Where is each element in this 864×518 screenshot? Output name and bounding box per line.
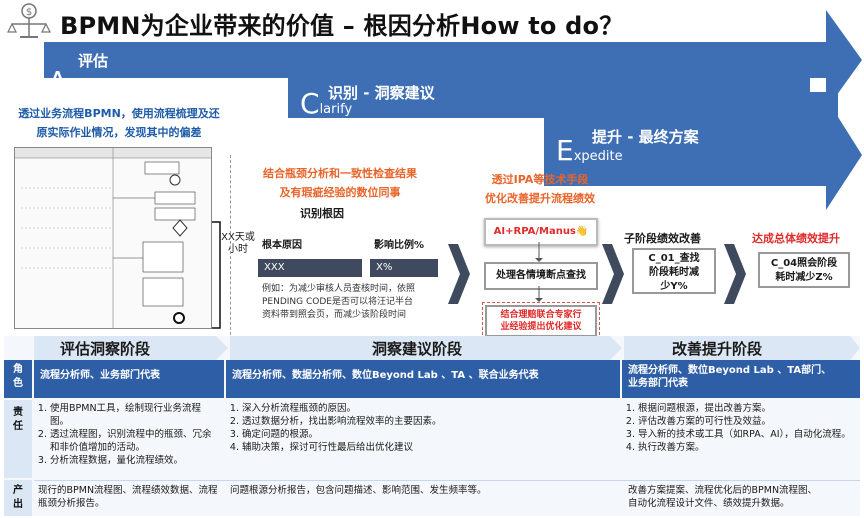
row-label-roles: 角色 bbox=[4, 360, 32, 398]
phase-3-resp: 根据问题根源，提出改善方案。 评估改善方案的可行性及效益。 导入新的技术或工具（… bbox=[622, 402, 854, 454]
list-item: 分析流程数据，量化流程绩效。 bbox=[50, 454, 220, 467]
list-item: 执行改善方案。 bbox=[638, 441, 854, 454]
phase-header-bar bbox=[34, 336, 860, 360]
time-bracket bbox=[212, 221, 221, 329]
row-label-output-text: 产出 bbox=[13, 485, 23, 510]
arrow-clarify-label: 识别 - 洞察建议 bbox=[328, 84, 435, 102]
list-item: 导入新的技术或工具（如RPA、AI），自动化流程。 bbox=[638, 428, 854, 441]
phase-3-output-line1: 改善方案提案、流程优化后的BPMN流程图、 bbox=[628, 485, 818, 496]
total-title: 达成总体绩效提升 bbox=[752, 232, 840, 245]
scale-dollar-icon: $ bbox=[4, 2, 54, 42]
expedite-word: Expedite bbox=[556, 137, 623, 165]
chevron-right-icon-2 bbox=[602, 244, 624, 304]
assess-description: 透过业务流程BPMN，使用流程梳理及还 原实际作业情况，发现其中的偏差 bbox=[4, 104, 234, 142]
assess-rest: sses bbox=[67, 80, 96, 95]
total-box: C_04照会阶段 耗时减少Z% bbox=[758, 252, 850, 288]
cell-root-cause: XXX bbox=[258, 259, 362, 277]
phase-1-output: 现行的BPMN流程图、流程绩效数据、流程瓶颈分析报告。 bbox=[38, 485, 218, 509]
ipa-description: 透过IPA等技术手段 优化改善提升流程绩效 bbox=[470, 170, 610, 208]
phase-3-output-line2: 自动化流程设计文件、绩效提升数据。 bbox=[628, 498, 790, 509]
chevron-right-icon bbox=[448, 244, 470, 304]
phase-3-roles: 流程分析师、数位Beyond Lab 、TA部门、 业务部门代表 bbox=[622, 360, 860, 398]
clarify-line2: 及有瑕疵经验的数位同事 bbox=[279, 186, 401, 199]
phase-3-name: 改善提升阶段 bbox=[672, 340, 763, 358]
total-box-line1: C_04照会阶段 bbox=[770, 258, 838, 269]
example-line2: PENDING CODE是否可以将汪记半台 bbox=[262, 297, 413, 307]
arrow-expedite-label: 提升 - 最终方案 bbox=[592, 128, 699, 146]
phase-3-roles-line1: 流程分析师、数位Beyond Lab 、TA部门、 bbox=[628, 365, 832, 376]
assess-desc-line2: 原实际作业情况，发现其中的偏差 bbox=[36, 126, 202, 139]
col-impact: 影响比例% bbox=[374, 240, 425, 251]
list-item: 透过数据分析，找出影响流程效率的主要因素。 bbox=[242, 415, 616, 428]
clarify-rest: larify bbox=[319, 102, 353, 117]
phase-2-roles: 流程分析师、数据分析师、数位Beyond Lab 、TA 、联合业务代表 bbox=[226, 360, 620, 398]
expedite-rest: xpedite bbox=[573, 149, 623, 164]
svg-text:$: $ bbox=[26, 7, 32, 18]
expedite-big-letter: E bbox=[556, 134, 574, 167]
ai-rpa-box: AI+RPA/Manus👋 bbox=[484, 218, 598, 246]
clarify-line3: 识别根因 bbox=[300, 207, 344, 220]
list-item: 深入分析流程瓶颈的原因。 bbox=[242, 402, 616, 415]
down-arrows bbox=[535, 242, 543, 302]
sub-box-line2: 阶段耗时减 bbox=[649, 267, 699, 278]
ipa-line2: 优化改善提升流程绩效 bbox=[485, 192, 595, 205]
phase-1-resp: 使用BPMN工具，绘制现行业务流程图。 透过流程图，识别流程中的瓶颈、冗余和非价… bbox=[34, 402, 220, 467]
expert-box-wrapper: 结合理赔联合专家行 业经验提出优化建议 bbox=[482, 302, 600, 340]
list-item: 透过流程图，识别流程中的瓶颈、冗余和非价值增加的活动。 bbox=[50, 428, 220, 454]
list-item: 评估改善方案的可行性及效益。 bbox=[638, 415, 854, 428]
sub-box-line3: 少Y% bbox=[660, 281, 688, 292]
phase-1-name: 评估洞察阶段 bbox=[60, 340, 151, 358]
row-label-roles-text: 角色 bbox=[13, 364, 23, 389]
phase-arrows bbox=[44, 10, 862, 210]
clarify-example: 例如：为减少审核人员查核时间，依照 PENDING CODE是否可以将汪记半台 … bbox=[262, 283, 442, 322]
arrow-assess bbox=[44, 10, 862, 110]
divider-output bbox=[34, 480, 860, 481]
ipa-line1: 透过IPA等技术手段 bbox=[491, 173, 589, 186]
chevron-right-icon-3 bbox=[724, 244, 746, 304]
expert-line1: 结合理赔联合专家行 bbox=[500, 310, 582, 320]
phase-3-output: 改善方案提案、流程优化后的BPMN流程图、 自动化流程设计文件、绩效提升数据。 bbox=[628, 484, 860, 510]
breakpoint-box: 处理各情境断点查找 bbox=[484, 262, 598, 290]
divider bbox=[230, 155, 231, 340]
phase-1-roles: 流程分析师、业务部门代表 bbox=[34, 360, 224, 398]
phase-2-name: 洞察建议阶段 bbox=[372, 340, 463, 358]
expert-line2: 业经验提出优化建议 bbox=[500, 322, 582, 332]
example-line1: 例如：为减少审核人员查核时间，依照 bbox=[262, 284, 416, 294]
phase-3-roles-line2: 业务部门代表 bbox=[628, 378, 688, 389]
col-root-cause: 根本原因 bbox=[262, 240, 302, 251]
example-line3: 资料带到照会页，而减少该阶段时间 bbox=[262, 310, 407, 320]
list-item: 根据问题根源，提出改善方案。 bbox=[638, 402, 854, 415]
clarify-description: 结合瓶颈分析和一致性检查结果 及有瑕疵经验的数位同事 bbox=[240, 164, 440, 202]
list-item: 辅助决策，探讨可行性最后给出优化建议 bbox=[242, 441, 616, 454]
list-item: 使用BPMN工具，绘制现行业务流程图。 bbox=[50, 402, 220, 428]
bpmn-flow-diagram bbox=[14, 147, 212, 329]
time-note: XX天或小时 bbox=[221, 232, 255, 255]
list-item: 确定问题的根源。 bbox=[242, 428, 616, 441]
expert-box: 结合理赔联合专家行 业经验提出优化建议 bbox=[485, 305, 597, 337]
assess-desc-line1: 透过业务流程BPMN，使用流程梳理及还 bbox=[18, 107, 220, 120]
arrow-assess-label: 评估 bbox=[78, 52, 109, 70]
assess-word: Asses bbox=[48, 68, 95, 96]
clarify-big-letter: C bbox=[300, 87, 320, 120]
total-box-line2: 耗时减少Z% bbox=[775, 272, 833, 283]
phase-2-resp: 深入分析流程瓶颈的原因。 透过数据分析，找出影响流程效率的主要因素。 确定问题的… bbox=[226, 402, 616, 454]
row-label-resp: 责任 bbox=[4, 400, 32, 478]
clarify-line1: 结合瓶颈分析和一致性检查结果 bbox=[263, 167, 417, 180]
row-label-output: 产出 bbox=[4, 480, 32, 516]
assess-big-letter: A bbox=[48, 65, 68, 98]
page-title: BPMN为企业带来的价值 – 根因分析How to do？ bbox=[60, 12, 624, 40]
sub-stage-box: C_01_查找 阶段耗时减 少Y% bbox=[632, 248, 716, 294]
sub-box-line1: C_01_查找 bbox=[648, 253, 700, 264]
sub-stage-title: 子阶段绩效改善 bbox=[624, 232, 701, 245]
clarify-word: Clarify bbox=[300, 90, 352, 118]
row-label-resp-text: 责任 bbox=[13, 407, 23, 432]
phase-2-output: 问题根源分析报告，包含问题描述、影响范围、发生频率等。 bbox=[230, 485, 487, 496]
cell-impact: X% bbox=[370, 259, 438, 277]
